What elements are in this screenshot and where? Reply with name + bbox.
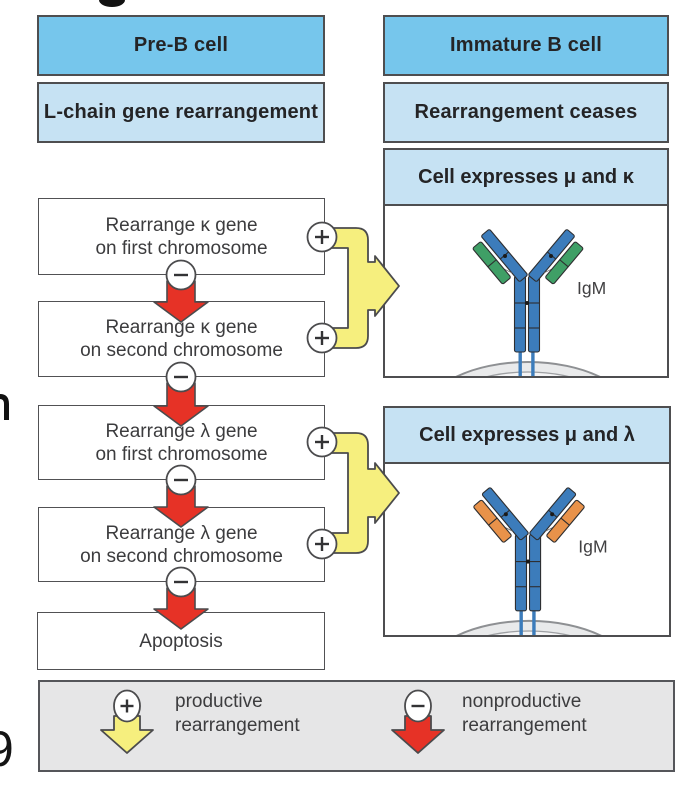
productive-connector-kappa-icon <box>329 227 400 349</box>
legend-nonproductive-line1: nonproductive <box>462 691 582 712</box>
legend-nonproductive-label: nonproductive rearrangement <box>462 690 587 738</box>
heavy-chain-stem <box>514 533 542 612</box>
immature-b-cell-header: Immature B cell <box>383 15 669 76</box>
minus-icon <box>165 259 197 291</box>
membrane-anchor <box>518 348 522 376</box>
minus-icon <box>165 361 197 393</box>
membrane-anchor <box>519 606 523 635</box>
rearrangement-ceases-header: Rearrangement ceases <box>383 82 669 143</box>
outcome-header-mu-lambda: Cell expresses μ and λ <box>385 408 669 464</box>
outcome-box-mu-lambda: Cell expresses μ and λ <box>383 406 671 637</box>
step-label-line1: Rearrange λ gene <box>105 420 258 442</box>
step-label-line1: Rearrange λ gene <box>105 522 258 544</box>
cropped-page-digit: 9 <box>0 720 14 778</box>
cropped-letter-fragment-left <box>0 394 9 420</box>
cropped-letter-fragment-top <box>99 0 125 7</box>
igm-antibody-kappa-illustration: IgM <box>455 229 606 376</box>
legend-plus-icon <box>113 689 141 723</box>
igm-molecule <box>473 487 585 635</box>
nonproductive-arrow-icon <box>153 485 209 528</box>
legend-productive-label: productive rearrangement <box>175 690 300 738</box>
nonproductive-arrow-icon <box>153 382 209 427</box>
step-label-line2: on first chromosome <box>95 237 268 259</box>
step-label-line2: on first chromosome <box>95 443 268 465</box>
igm-antibody-lambda-illustration: IgM <box>456 487 608 635</box>
plus-icon <box>306 322 338 354</box>
legend-productive-arrow-icon <box>100 715 154 754</box>
heavy-chain-stem <box>513 275 541 353</box>
cell-membrane-arc <box>455 361 601 376</box>
pre-b-cell-header-label: Pre-B cell <box>133 34 229 56</box>
outcome-header-mu-kappa-label: Cell expresses μ and κ <box>418 165 634 188</box>
pre-b-cell-header: Pre-B cell <box>37 15 325 76</box>
plus-icon <box>306 221 338 253</box>
nonproductive-arrow-icon <box>153 587 209 630</box>
step-label-line2: on second chromosome <box>80 545 283 567</box>
cell-membrane-arc <box>456 619 602 635</box>
apoptosis-label: Apoptosis <box>139 630 223 652</box>
igm-molecule <box>472 229 584 376</box>
plus-icon <box>306 528 338 560</box>
membrane-anchor <box>531 348 535 376</box>
membrane-anchor <box>532 606 536 635</box>
plus-icon <box>306 426 338 458</box>
igm-label: IgM <box>577 278 606 298</box>
outcome-header-mu-kappa: Cell expresses μ and κ <box>385 150 667 206</box>
igm-label: IgM <box>578 537 607 557</box>
step-label-line1: Rearrange κ gene <box>105 317 258 338</box>
productive-connector-lambda-icon <box>329 432 400 554</box>
legend-box <box>38 680 675 772</box>
legend-nonproductive-line2: rearrangement <box>462 715 587 736</box>
l-chain-rearrangement-label: L-chain gene rearrangement <box>43 101 319 123</box>
legend-nonproductive-arrow-icon <box>391 715 445 754</box>
disulfide-dots <box>503 512 555 564</box>
minus-icon <box>165 464 197 496</box>
outcome-header-mu-lambda-label: Cell expresses μ and λ <box>419 423 635 446</box>
legend-productive-line2: rearrangement <box>175 715 300 736</box>
legend-minus-icon <box>404 689 432 723</box>
plus-circles <box>306 221 338 560</box>
legend-productive-line1: productive <box>175 691 263 712</box>
step-label-line1: Rearrange κ gene <box>105 214 258 236</box>
minus-circles <box>165 259 197 598</box>
immature-b-cell-header-label: Immature B cell <box>450 34 602 56</box>
l-chain-rearrangement-header: L-chain gene rearrangement <box>37 82 325 143</box>
rearrangement-ceases-label: Rearrangement ceases <box>414 101 638 123</box>
nonproductive-arrow-icon <box>153 280 209 323</box>
minus-icon <box>165 566 197 598</box>
step-label-line2: on second chromosome <box>80 340 283 361</box>
disulfide-dots <box>503 254 553 305</box>
